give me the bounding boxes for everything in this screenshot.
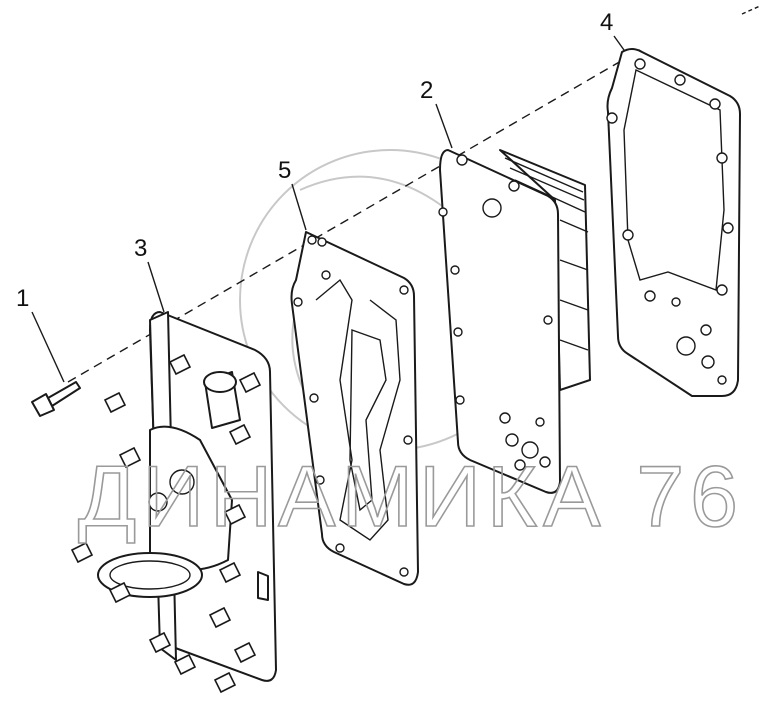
callout-2: 2 [420,77,453,149]
bolts [31,353,262,694]
part-4-gasket [606,48,741,397]
part-3-filter-housing [97,311,277,682]
callout-label-5: 5 [278,157,291,184]
part-1-bolt [31,381,81,417]
callout-label-4: 4 [600,9,613,36]
callout-label-2: 2 [420,77,433,104]
callout-1: 1 [16,285,65,383]
callout-4: 4 [600,9,625,51]
part-2-oil-cooler [438,149,591,494]
watermark-text: ДИНАМИКА 76 [78,449,744,545]
callout-label-1: 1 [16,285,29,312]
callout-label-3: 3 [134,235,147,262]
callout-5: 5 [278,157,307,231]
corner-mark [741,5,761,15]
part-5-gasket [290,231,419,586]
callout-3: 3 [134,235,165,313]
